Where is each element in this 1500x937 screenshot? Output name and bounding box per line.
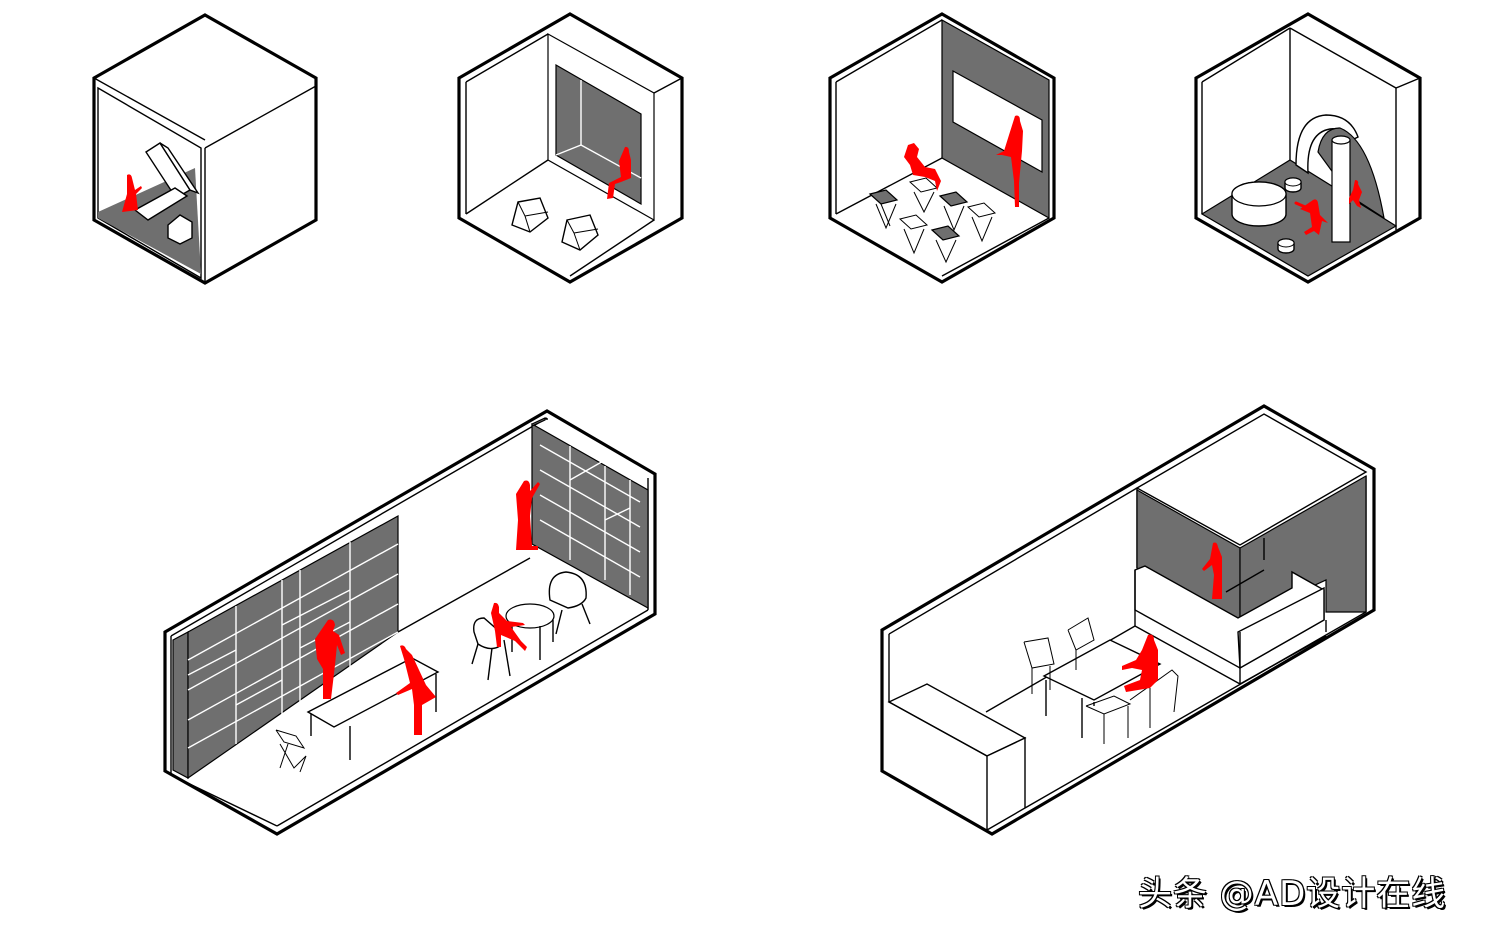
room-2-window-seat <box>457 12 684 284</box>
person-figure <box>1202 542 1222 599</box>
room-6-dining <box>880 404 1376 836</box>
person-figure <box>996 115 1023 207</box>
person-figure <box>315 619 345 699</box>
person-figure <box>122 174 142 212</box>
room-4-play <box>1194 12 1422 284</box>
watermark-text: 头条 @AD设计在线 <box>1138 874 1447 914</box>
person-figure <box>516 480 540 550</box>
room-1-blocks <box>92 13 318 285</box>
person-figure <box>491 602 527 651</box>
room-3-presentation <box>828 12 1056 284</box>
room-5-library <box>163 409 657 836</box>
person-figure <box>904 143 941 191</box>
person-figure <box>1349 180 1362 208</box>
person-figure <box>607 146 631 199</box>
person-figure <box>396 645 436 735</box>
person-figure <box>1122 634 1158 692</box>
